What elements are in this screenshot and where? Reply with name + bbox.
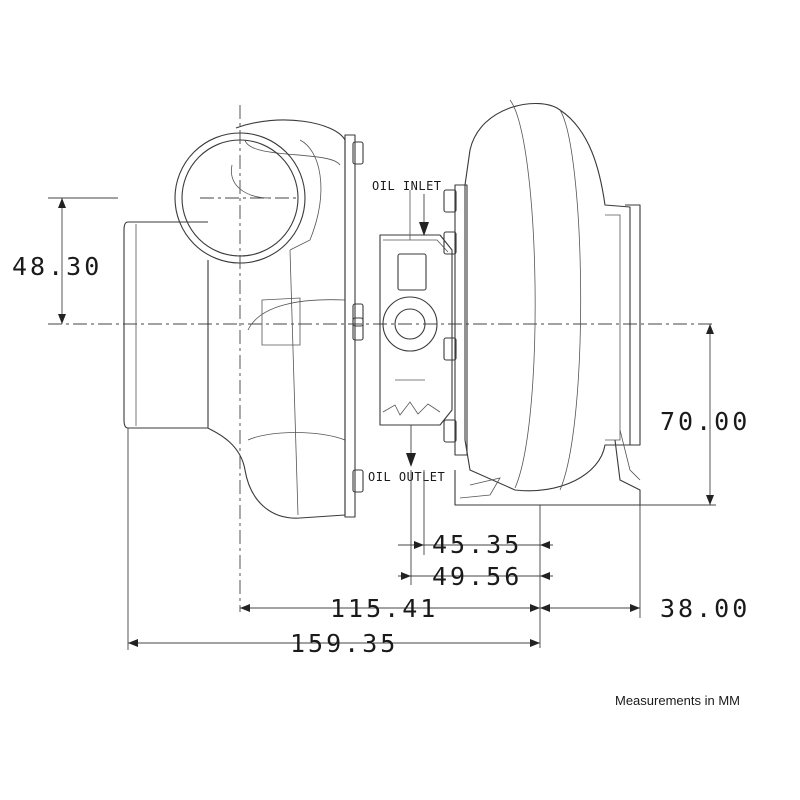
dimension-115-41-label: 115.41	[330, 594, 438, 623]
oil-inlet-label: OIL INLET	[372, 179, 442, 193]
turbine-housing	[123, 119, 364, 519]
extension-lines	[127, 428, 641, 650]
dimension-49-56-label: 49.56	[432, 562, 522, 591]
dimension-49-56: 49.56	[398, 562, 553, 591]
dimension-159-35-label: 159.35	[290, 629, 398, 658]
units-note: Measurements in MM	[615, 693, 740, 708]
dimension-38-00-label: 38.00	[660, 594, 750, 623]
dimension-70-00: 70.00	[640, 324, 750, 506]
oil-outlet-label: OIL OUTLET	[368, 470, 445, 484]
oil-inlet-arrow	[419, 222, 429, 236]
dimension-45-35: 45.35	[398, 530, 553, 559]
dimension-48-30: 48.30	[12, 197, 118, 324]
oil-inlet-callout: OIL INLET	[372, 179, 442, 236]
dimension-159-35: 159.35	[128, 629, 540, 658]
dimension-38-00: 38.00	[540, 594, 750, 623]
oil-outlet-arrow	[406, 453, 416, 467]
dimension-48-30-label: 48.30	[12, 252, 102, 281]
dimension-70-00-label: 70.00	[660, 407, 750, 436]
dimension-45-35-label: 45.35	[432, 530, 522, 559]
compressor-housing	[443, 99, 641, 506]
oil-outlet-callout: OIL OUTLET	[368, 425, 445, 484]
dimension-115-41: 115.41	[240, 594, 540, 623]
center-housing	[379, 190, 453, 426]
